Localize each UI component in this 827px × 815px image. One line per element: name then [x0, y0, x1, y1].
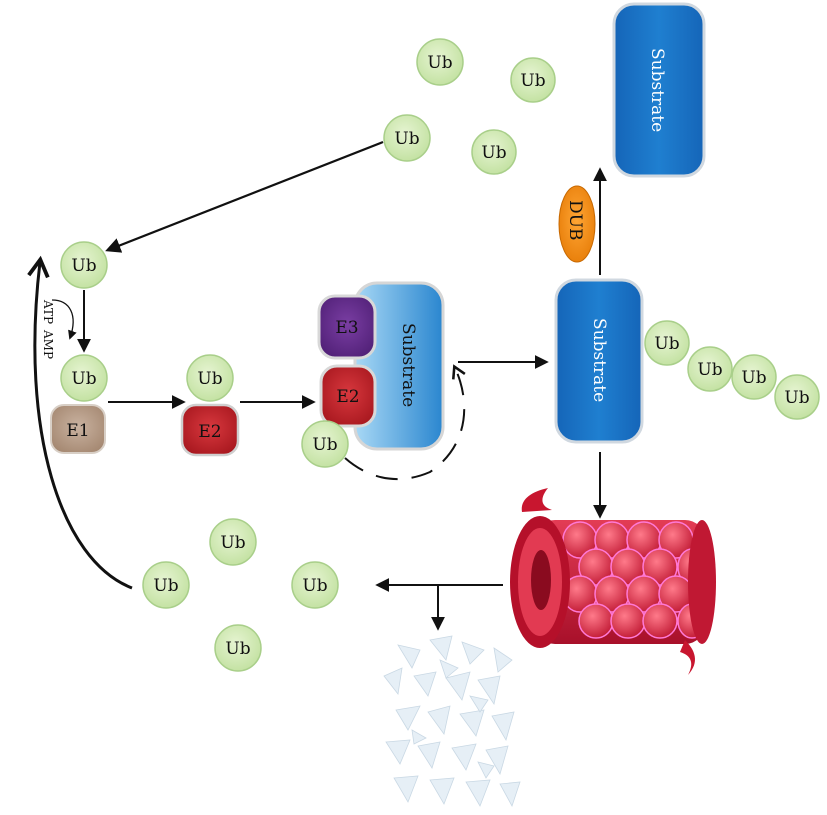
- e2-enzyme: E2: [180, 403, 240, 457]
- substrate-complex: Substrate: [353, 281, 445, 451]
- free-ubiquitin-bottom-2: Ub: [142, 561, 190, 609]
- ubiquitin-on-e2: Ub: [186, 354, 234, 402]
- e3-ligase: E3: [317, 294, 377, 360]
- released-substrate: Substrate: [612, 2, 706, 178]
- polyub-chain-1: Ub: [644, 320, 690, 366]
- e2-label: E2: [198, 422, 221, 442]
- polyub-chain-4: Ub: [774, 374, 820, 420]
- ub-label: Ub: [71, 256, 96, 276]
- free-ubiquitin-top-4: Ub: [471, 129, 517, 175]
- peptide-fragments: [383, 635, 521, 807]
- e1-label: E1: [66, 421, 89, 441]
- substrate-label: Substrate: [589, 318, 609, 402]
- polyubiquitinated-substrate: Substrate: [554, 278, 644, 444]
- ub-label: Ub: [427, 53, 452, 73]
- ub-transfer-dashed-curve: [344, 364, 466, 481]
- ub-label: Ub: [225, 639, 250, 659]
- amp-label: AMP: [41, 329, 55, 359]
- free-ubiquitin-bottom-1: Ub: [209, 518, 257, 566]
- free-ubiquitin-bottom-4: Ub: [214, 624, 262, 672]
- dub-enzyme: DUB: [558, 185, 596, 263]
- e2-in-complex: E2: [319, 364, 377, 428]
- free-ubiquitin-top-2: Ub: [510, 57, 556, 103]
- ub-label: Ub: [520, 71, 545, 91]
- ub-label: Ub: [697, 360, 722, 380]
- ub-label: Ub: [784, 388, 809, 408]
- substrate-complex-label: Substrate: [398, 323, 418, 407]
- ubiquitin-on-e1: Ub: [60, 354, 108, 402]
- arrow-recycle-bottom: [27, 255, 133, 590]
- ub-label: Ub: [741, 368, 766, 388]
- e3-label: E3: [335, 318, 358, 338]
- proteasome: [510, 488, 716, 675]
- atp-amp-curve: [51, 299, 77, 340]
- ub-label: Ub: [71, 369, 96, 389]
- e2-complex-label: E2: [336, 387, 359, 407]
- free-ubiquitin-top-1: Ub: [416, 38, 464, 86]
- ubiquitin-activation: Ub: [60, 241, 108, 289]
- ub-label: Ub: [220, 533, 245, 553]
- e1-enzyme: E1: [50, 404, 106, 454]
- released-substrate-label: Substrate: [647, 48, 667, 132]
- free-ubiquitin-bottom-3: Ub: [291, 561, 339, 609]
- free-ubiquitin-top-3: Ub: [383, 114, 431, 162]
- atp-label: ATP: [41, 299, 55, 324]
- ub-label: Ub: [197, 369, 222, 389]
- ub-label: Ub: [312, 435, 337, 455]
- dub-label: DUB: [565, 200, 585, 240]
- ub-label: Ub: [654, 334, 679, 354]
- polyub-chain-3: Ub: [731, 354, 777, 400]
- ub-label: Ub: [153, 576, 178, 596]
- ubiquitin-on-complex: Ub: [301, 420, 349, 468]
- ub-label: Ub: [302, 576, 327, 596]
- ub-label: Ub: [481, 143, 506, 163]
- arrow-recycle-top: [105, 140, 384, 253]
- polyub-chain-2: Ub: [687, 346, 733, 392]
- ub-label: Ub: [394, 129, 419, 149]
